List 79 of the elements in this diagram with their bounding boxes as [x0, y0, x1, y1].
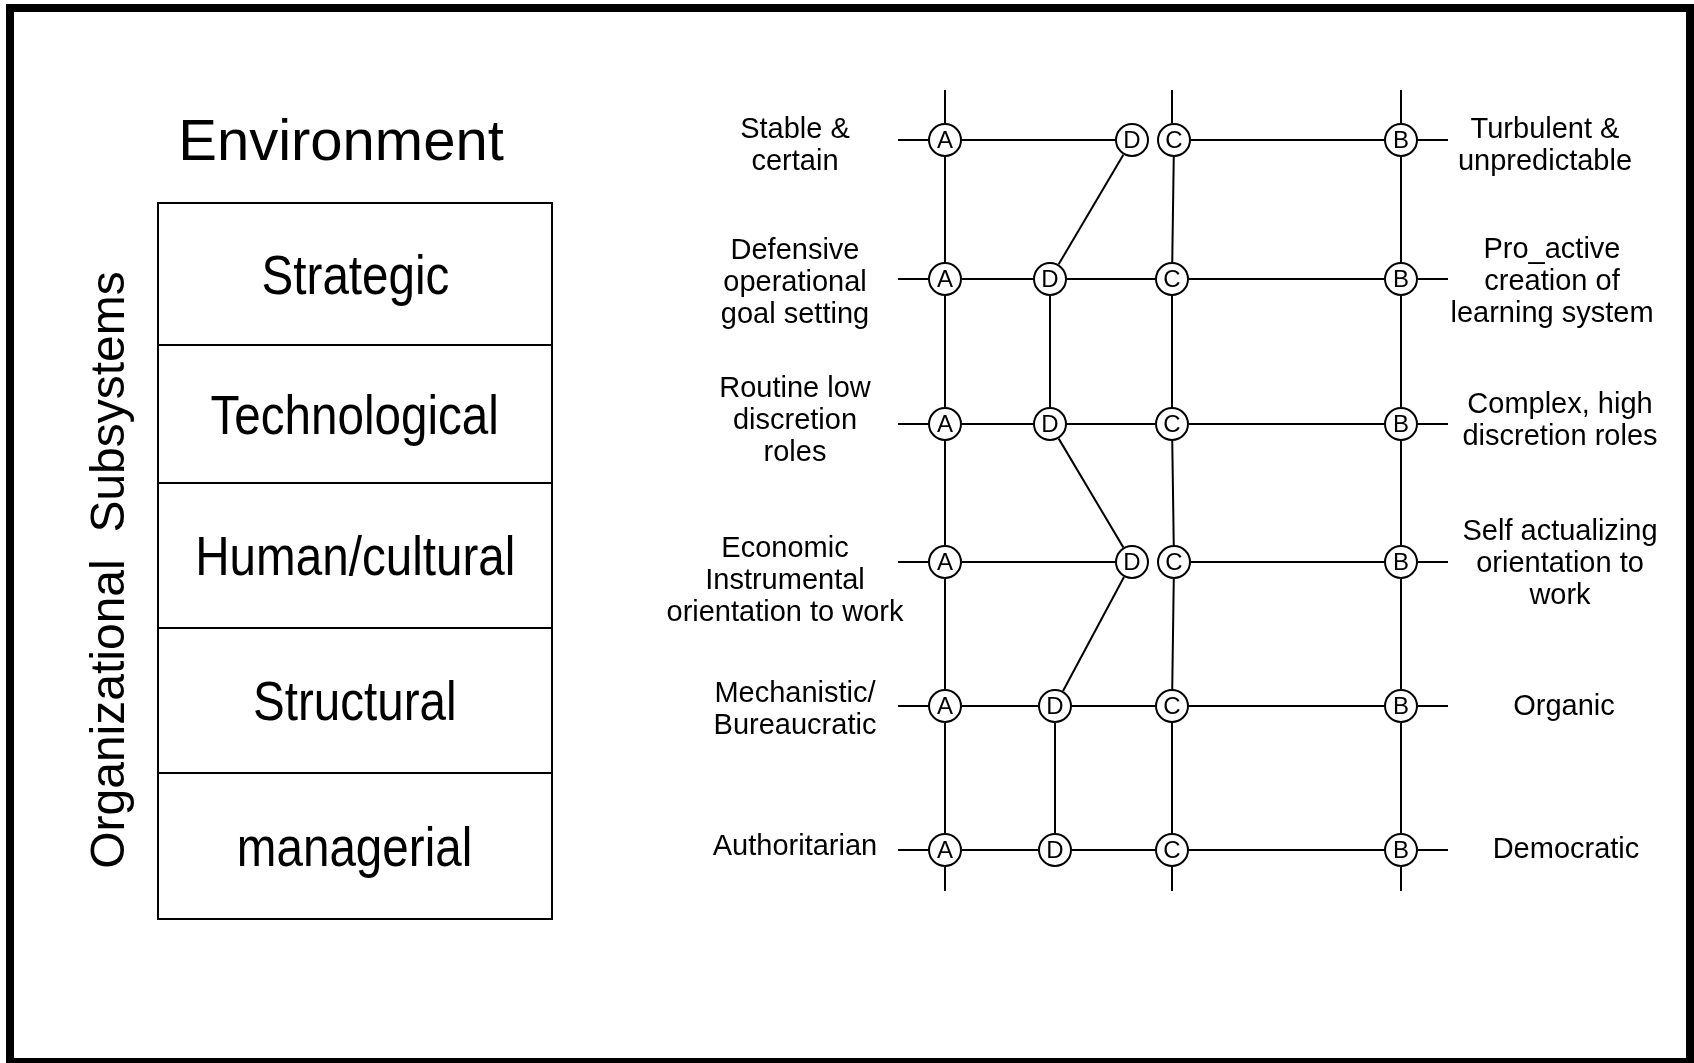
connector-line: [961, 423, 1034, 425]
letter-circle: C: [1157, 123, 1191, 157]
letter-circle: B: [1384, 262, 1418, 296]
letter-circle: B: [1384, 123, 1418, 157]
connector-line: [1071, 705, 1156, 707]
scale-end-label: Defensive operational goal setting: [719, 234, 871, 330]
subsystem-row: Strategic: [157, 202, 553, 346]
scale-end-label: Mechanistic/ Bureaucratic: [712, 677, 878, 741]
letter-circle: D: [1033, 407, 1067, 441]
connector-line: [1188, 423, 1385, 425]
connector-line: [1066, 278, 1156, 280]
connector-line: [1400, 295, 1402, 408]
connector-line: [1188, 278, 1385, 280]
connector-line: [1190, 139, 1385, 141]
connector-line: [1066, 423, 1156, 425]
letter-circle: C: [1155, 407, 1189, 441]
letter-circle: B: [1384, 407, 1418, 441]
connector-line: [961, 278, 1034, 280]
letter-circle: D: [1033, 262, 1067, 296]
letter-circle: C: [1155, 262, 1189, 296]
scale-end-label: Self actualizing orientation to work: [1461, 515, 1659, 611]
connector-line: [944, 295, 946, 408]
connector-line: [961, 561, 1116, 563]
letter-circle: C: [1157, 545, 1191, 579]
letter-circle: D: [1038, 689, 1072, 723]
connector-line: [1171, 156, 1175, 263]
letter-circle: A: [928, 123, 962, 157]
connector-line: [944, 578, 946, 690]
connector-line: [1188, 705, 1385, 707]
connector-line: [1062, 576, 1125, 692]
connector-line: [1400, 578, 1402, 690]
connector-line: [1171, 440, 1175, 546]
connector-line: [1400, 722, 1402, 834]
letter-circle: C: [1155, 833, 1189, 867]
connector-line: [1190, 561, 1385, 563]
letter-circle: A: [928, 689, 962, 723]
connector-line: [1071, 849, 1156, 851]
connector-line: [1188, 849, 1385, 851]
scale-end-label: Complex, high discretion roles: [1461, 388, 1659, 452]
subsystem-row: Structural: [157, 627, 553, 774]
letter-circle: D: [1115, 123, 1149, 157]
connector-line: [1057, 153, 1125, 266]
connector-line: [944, 156, 946, 263]
letter-circle: A: [928, 407, 962, 441]
scale-end-label: Economic Instrumental orientation to work: [665, 532, 905, 628]
subsystem-row: Technological: [157, 344, 553, 484]
letter-circle: B: [1384, 545, 1418, 579]
section-heading: Environment: [178, 108, 504, 172]
letter-circle: B: [1384, 689, 1418, 723]
letter-circle: C: [1155, 689, 1189, 723]
connector-line: [1171, 295, 1173, 408]
scale-end-label: Organic: [1512, 690, 1616, 722]
scale-end-label: Stable & certain: [739, 113, 851, 177]
connector-line: [944, 440, 946, 546]
scale-end-label: Turbulent & unpredictable: [1456, 113, 1634, 177]
connector-line: [961, 139, 1116, 141]
connector-line: [1400, 440, 1402, 546]
subsystem-row: Human/cultural: [157, 482, 553, 629]
scale-end-label: Authoritarian: [711, 830, 879, 862]
vertical-heading: Organizational Subsystems: [81, 271, 135, 869]
subsystem-row: managerial: [157, 772, 553, 920]
connector-line: [1049, 295, 1051, 408]
scale-end-label: Routine low discretion roles: [718, 372, 872, 468]
letter-circle: A: [928, 262, 962, 296]
connector-line: [1171, 578, 1175, 690]
letter-circle: B: [1384, 833, 1418, 867]
letter-circle: D: [1115, 545, 1149, 579]
letter-circle: A: [928, 833, 962, 867]
scale-end-label: Democratic: [1491, 833, 1641, 865]
connector-line: [1057, 437, 1125, 549]
connector-line: [1400, 156, 1402, 263]
connector-line: [1171, 722, 1173, 834]
letter-circle: A: [928, 545, 962, 579]
connector-line: [944, 722, 946, 834]
connector-line: [961, 849, 1039, 851]
connector-line: [1054, 722, 1056, 834]
connector-line: [961, 705, 1039, 707]
letter-circle: D: [1038, 833, 1072, 867]
scale-end-label: Pro_active creation of learning system: [1449, 233, 1655, 329]
